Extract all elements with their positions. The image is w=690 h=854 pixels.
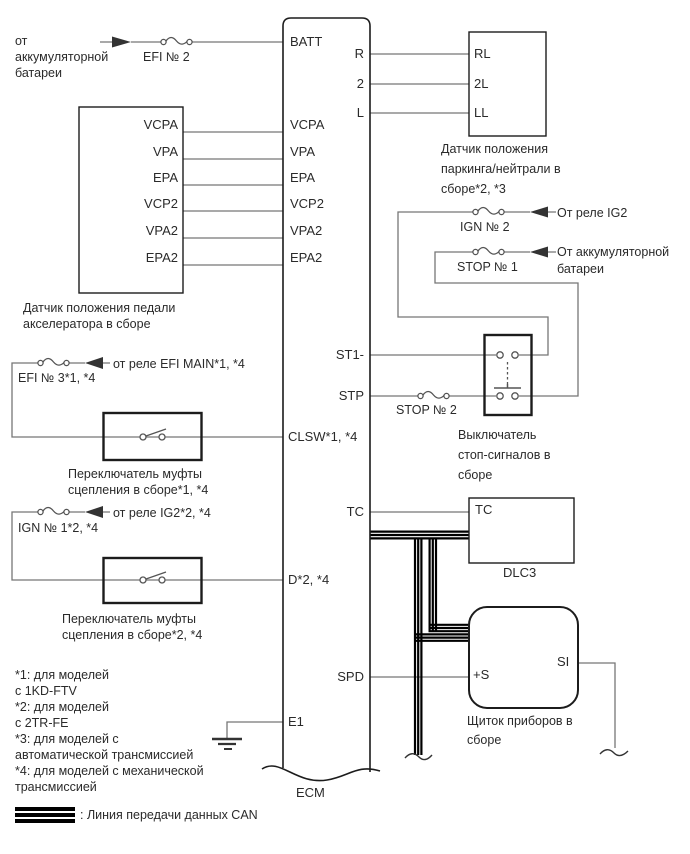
ecm-pin-batt: BATT <box>290 34 323 49</box>
clutch-switch-1-box <box>102 411 203 462</box>
can-break-icon <box>404 753 433 761</box>
ig2-relay-right-label: От реле IG2 <box>557 206 628 220</box>
fuse-stop2-label: STOP № 2 <box>396 403 457 417</box>
si-break-icon <box>599 749 629 757</box>
stop-switch-label: Выключатель стоп-сигналов в сборе <box>458 428 551 482</box>
ecm-pin-e1: E1 <box>288 714 304 729</box>
arrow-right-icon <box>112 36 131 48</box>
fuse-efi2-label: EFI № 2 <box>143 50 190 64</box>
pedal-pin-vpa2: VPA2 <box>145 223 178 238</box>
ecm-pin-vpa: VPA <box>290 144 316 159</box>
clutch-switch-1-label: Переключатель муфты сцепления в сборе*1,… <box>68 467 209 497</box>
legend-can-label: : Линия передачи данных CAN <box>80 808 258 822</box>
pedal-pin-vcpa: VCPA <box>143 117 178 132</box>
clutch-switch-1-contact <box>139 428 167 441</box>
stop-switch-contacts <box>494 351 521 400</box>
pedal-pin-vcp2: VCP2 <box>144 196 178 211</box>
park-pin-2l: 2L <box>474 76 489 91</box>
fuse-ign1-label: IGN № 1*2, *4 <box>18 521 99 535</box>
fuse-ign1-icon <box>37 506 70 516</box>
cluster-label: Щиток приборов в сборе <box>467 714 573 747</box>
clutch-switch-2-box <box>102 556 203 605</box>
ecm-label: ECM <box>296 785 325 800</box>
park-pin-rl: RL <box>474 46 491 61</box>
ecm-pin-st1: ST1- <box>335 347 364 362</box>
fuse-ign2-icon <box>472 206 505 216</box>
ig2-relay-left-label: от реле IG2*2, *4 <box>113 506 211 520</box>
ground-icon <box>212 737 242 750</box>
ecm-pin-spd: SPD <box>337 669 364 684</box>
dlc3-box <box>468 497 575 564</box>
stop-switch-box <box>483 333 533 417</box>
ecm-pin-vcpa: VCPA <box>290 117 325 132</box>
clutch-switch-2-contact <box>139 571 167 584</box>
can-bus-lines <box>370 530 469 755</box>
fuse-stop1-label: STOP № 1 <box>457 260 518 274</box>
park-pin-ll: LL <box>474 105 489 120</box>
efi-main-relay-label: от реле EFI MAIN*1, *4 <box>113 357 245 371</box>
ecm-bottom-wave <box>261 765 381 782</box>
park-neutral-sensor-label: Датчик положения паркинга/нейтрали в сбо… <box>441 142 561 196</box>
ecm-pin-epa2: EPA2 <box>290 250 323 265</box>
ecm-pin-stp: STP <box>338 388 364 403</box>
pedal-pin-epa: EPA <box>152 170 178 185</box>
pedal-pin-epa2: EPA2 <box>145 250 178 265</box>
ecm-pin-vpa2: VPA2 <box>290 223 323 238</box>
ecm-pin-tc: TC <box>346 504 364 519</box>
fuse-ign2-label: IGN № 2 <box>460 220 510 234</box>
fuse-stop2-icon <box>417 390 450 400</box>
fuse-efi3-label: EFI № 3*1, *4 <box>18 371 96 385</box>
park-neutral-sensor-box <box>468 31 547 137</box>
ecm-pin-d: D*2, *4 <box>288 572 330 587</box>
pedal-sensor-label: Датчик положения педали акселератора в с… <box>23 301 176 331</box>
footnotes: *1: для моделей с 1KD-FTV *2: для моделе… <box>15 668 204 794</box>
arrow-left-icon <box>530 246 548 258</box>
arrow-left-icon <box>85 357 103 369</box>
fuse-efi3-icon <box>37 357 70 367</box>
ecm-pin-r: R <box>354 46 364 61</box>
dlc3-label: DLC3 <box>503 565 537 580</box>
battery-left-source-label: от аккумуляторной батареи <box>15 34 109 80</box>
cluster-box <box>468 606 579 709</box>
ecm-pin-2: 2 <box>356 76 364 91</box>
signal-wires <box>11 41 616 748</box>
pedal-pin-vpa: VPA <box>152 144 178 159</box>
cluster-pin-plus-s: +S <box>473 667 490 682</box>
ecm-pin-l: L <box>356 105 364 120</box>
ecm-pin-clsw: CLSW*1, *4 <box>288 429 358 444</box>
fuse-efi2-icon <box>160 36 193 46</box>
legend-can-icon <box>15 807 75 823</box>
fuse-stop1-icon <box>472 246 505 256</box>
cluster-pin-si: SI <box>557 654 570 669</box>
dlc3-pin-tc: TC <box>475 502 493 517</box>
arrow-left-icon <box>530 206 548 218</box>
ecm-pin-vcp2: VCP2 <box>290 196 324 211</box>
ecm-pin-epa: EPA <box>290 170 316 185</box>
ecm-outline <box>282 17 371 772</box>
pedal-sensor-box <box>78 106 184 294</box>
battery-right-source-label: От аккумуляторной батареи <box>557 245 670 276</box>
clutch-switch-2-label: Переключатель муфты сцепления в сборе*2,… <box>62 612 203 642</box>
arrow-left-icon <box>85 506 103 518</box>
